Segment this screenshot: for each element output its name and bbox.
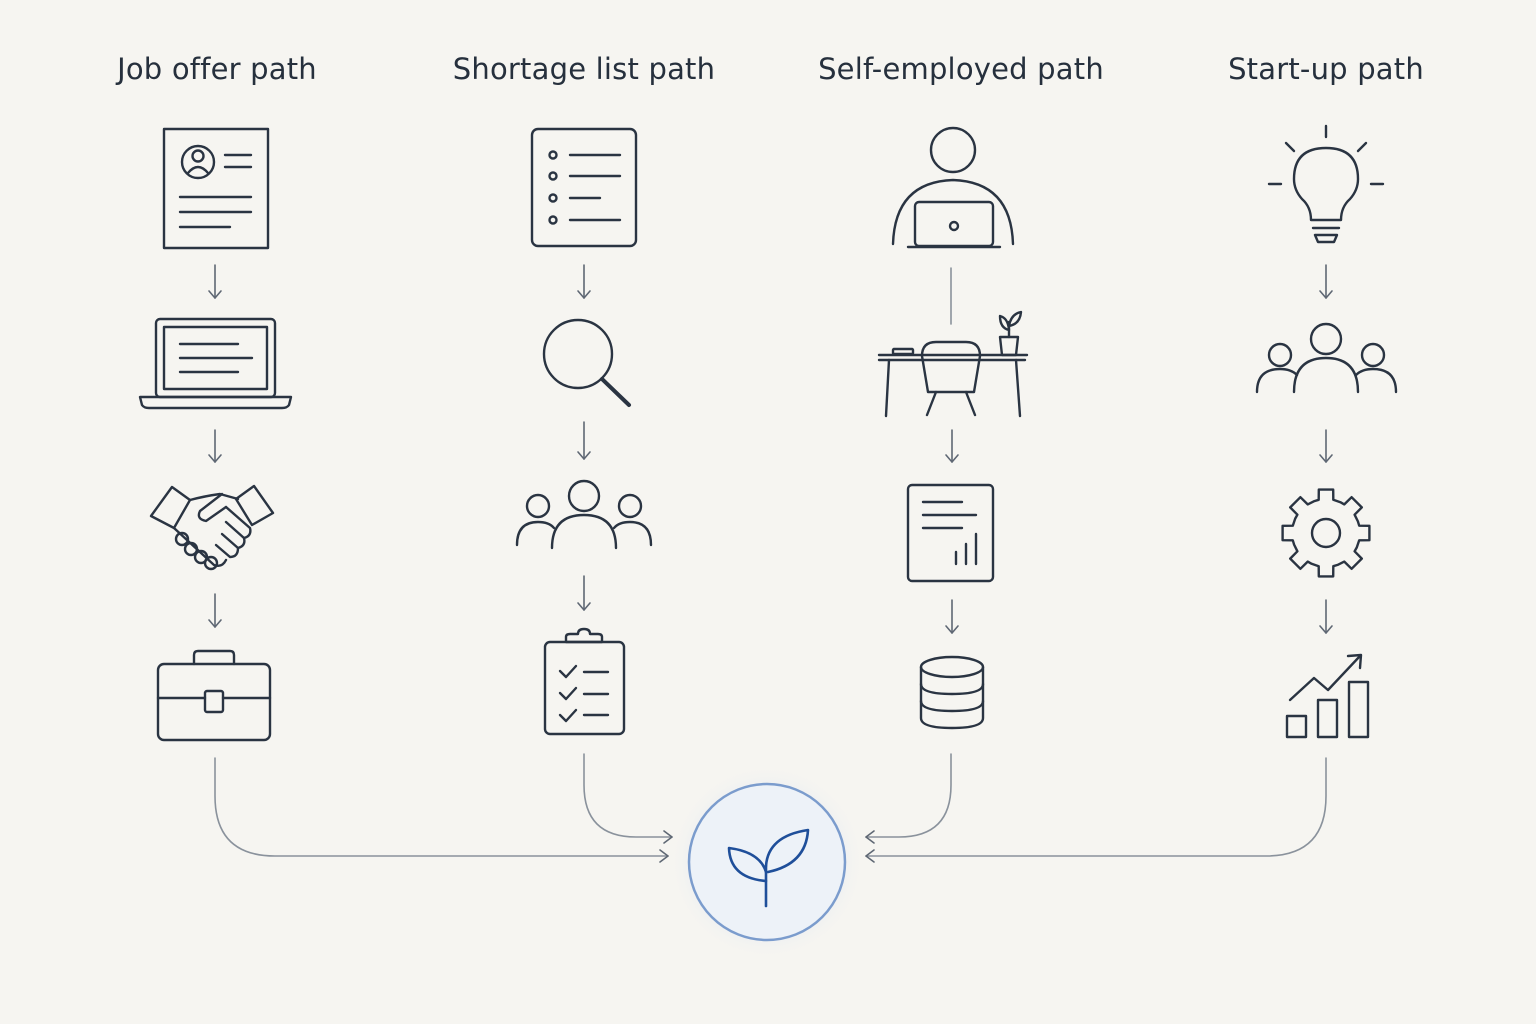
connector-arrowhead — [865, 849, 875, 863]
arrow-down — [208, 264, 222, 299]
group-icon — [515, 479, 653, 550]
arrow-down — [208, 593, 222, 628]
gear-icon — [1281, 488, 1371, 578]
path-title-self-employed: Self-employed path — [818, 52, 1104, 86]
arrow-down — [1319, 599, 1333, 634]
arrow-down — [945, 429, 959, 463]
person-at-laptop-icon — [891, 126, 1015, 249]
checklist-document-icon — [530, 127, 638, 248]
resume-icon — [162, 127, 270, 250]
laptop-icon — [138, 317, 293, 410]
arrow-down — [1319, 429, 1333, 463]
path-title-shortage-list: Shortage list path — [452, 52, 716, 86]
magnifier-icon — [542, 318, 631, 407]
report-chart-icon — [906, 483, 995, 583]
sprout-icon — [727, 828, 810, 908]
desk-chair-plant-icon — [877, 310, 1029, 418]
clipboard-checklist-icon — [543, 627, 626, 736]
connector-arrowhead — [663, 830, 673, 844]
connectors — [214, 753, 1327, 863]
connector-arrowhead — [865, 830, 875, 844]
connector-start-up — [865, 757, 1327, 857]
path-title-start-up: Start-up path — [1228, 52, 1424, 86]
arrow-down — [577, 575, 591, 611]
arrow-down — [577, 264, 591, 299]
team-icon — [1255, 322, 1398, 394]
path-title-job-offer: Job offer path — [117, 52, 317, 86]
connector-arrowhead — [659, 849, 669, 863]
lightbulb-icon — [1267, 124, 1385, 244]
arrow-down — [208, 429, 222, 463]
connector-self-employed — [865, 753, 952, 838]
connector-job-offer — [214, 757, 669, 857]
arrow-down — [1319, 264, 1333, 299]
growth-chart-icon — [1285, 653, 1370, 739]
destination-hub — [669, 764, 865, 960]
handshake-icon — [149, 484, 275, 571]
arrow-down — [945, 599, 959, 634]
connector-shortage-list — [583, 753, 673, 838]
briefcase-icon — [156, 649, 272, 742]
database-icon — [919, 655, 985, 730]
arrow-down — [577, 421, 591, 460]
